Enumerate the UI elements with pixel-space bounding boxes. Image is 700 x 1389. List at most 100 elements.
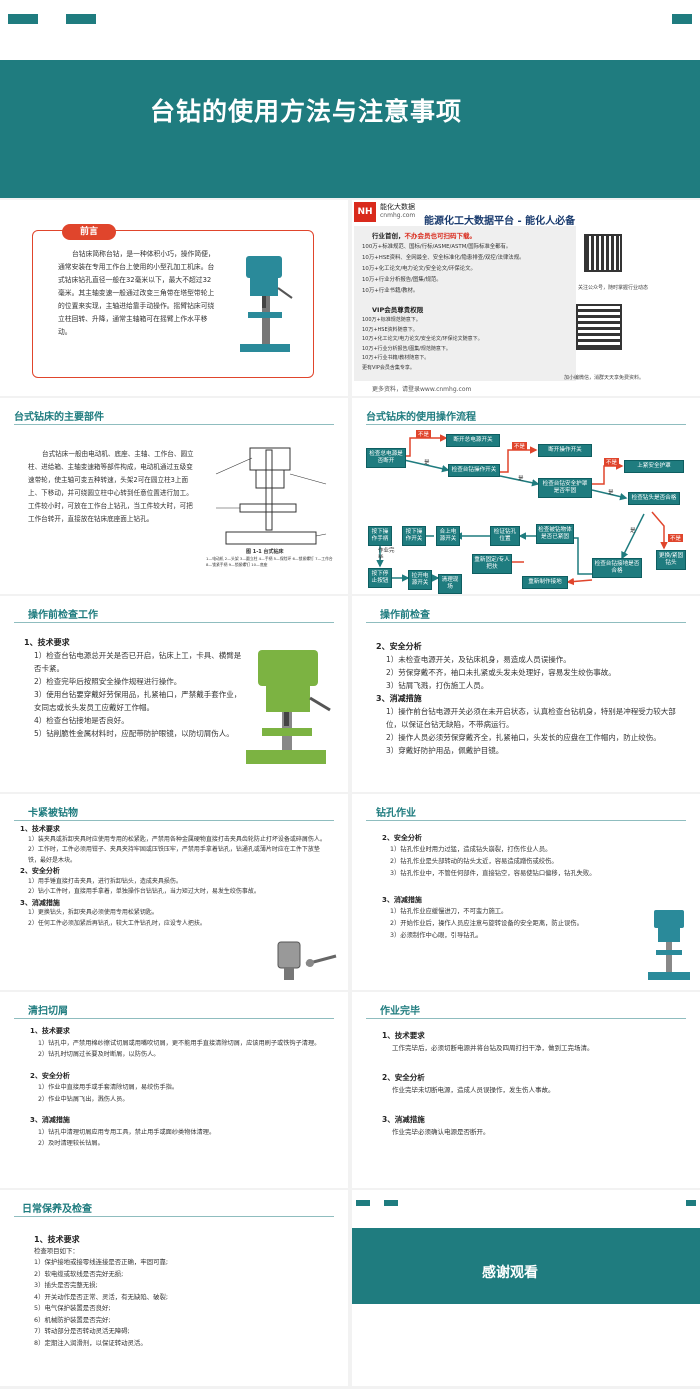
list-item: 1）检查台钻电源总开关是否已开启，钻床上工，卡具、横臂是否卡紧。 <box>34 651 242 673</box>
subheading: 1、技术要求 <box>30 1027 70 1035</box>
section-divider <box>366 622 686 623</box>
list-item: 2）操作人员必须劳保穿戴齐全，扎紧袖口，头发长的应盘在工作帽内，防止绞伤。 <box>386 733 661 742</box>
flow-no-label: 不是 <box>668 534 684 542</box>
paragraph: 工作完毕后，必须切断电源并将台钻及四周打扫干净，做到工完场清。 <box>392 1044 594 1052</box>
list-item: 2）工作时，工件必须用钳子、夹具夹持牢固或压铁压牢，严禁用手拿着钻孔，钻通孔或薄… <box>28 846 320 864</box>
flow-box: 检证钻孔位置 <box>490 526 520 546</box>
ad-title: 能源化工大数据平台 - 能化人必备 <box>424 216 576 227</box>
drill-press-image <box>644 904 694 984</box>
flow-box: 检查台钻操作开关 <box>448 464 500 477</box>
list-item: 4）检查台钻接地是否良好。 <box>34 716 129 725</box>
subheading: 2、安全分析 <box>376 642 422 651</box>
ad-item: 10万+行业分析报告/图集/规范。 <box>362 277 442 283</box>
list-item: 3）使用台钻要穿戴好劳保用品，扎紧袖口，严禁戴手套作业，女同志或长头发员工应戴好… <box>34 690 242 712</box>
qr-code-icon <box>584 234 622 272</box>
section-divider <box>14 622 334 623</box>
section-heading: 台式钻床的主要部件 <box>14 412 104 423</box>
flow-label: 作业完毕 <box>378 548 395 561</box>
drilling-slide: 钻孔作业 2、安全分析 1）钻孔作业时用力过猛，造成钻头崩裂，打伤作业人员。 2… <box>352 794 700 990</box>
finish-slide: 作业完毕 1、技术要求 工作完毕后，必须切断电源并将台钻及四周打扫干净，做到工完… <box>352 992 700 1188</box>
list-item: 2）软电缆或软线是否完好无损; <box>34 1269 124 1278</box>
ad-line1: 行业首创，不办会员也可扫码下载。 <box>372 230 476 240</box>
parts-slide: 台式钻床的主要部件 台式钻床一般由电动机、底座、主轴、工作台、圆立柱、进给箱、主… <box>0 398 348 594</box>
flow-box: 上紧安全护罩 <box>624 460 684 473</box>
title-slide: 台钻的使用方法与注意事项 <box>0 0 700 198</box>
ad-more-link[interactable]: 更多资料，请登录www.cnmhg.com <box>372 386 472 393</box>
title-corner-bar <box>66 14 96 24</box>
list-item: 3）钻屑飞溅，打伤施工人员。 <box>386 681 489 690</box>
list-item: 2）及时清理较长钻屑。 <box>38 1140 104 1147</box>
flow-box: 检查总电源是否断开 <box>366 448 406 468</box>
maint-body: 1、技术要求 检查项目如下： 1）保护接地或接零线连接是否正确，牢固可靠; 2）… <box>34 1234 324 1349</box>
flow-box: 按下操作手柄 <box>368 526 392 546</box>
thanks-corner-bar <box>356 1200 370 1206</box>
figure-caption: 图 1-1 台式钻床 <box>246 549 284 555</box>
finish-body: 1、技术要求 工作完毕后，必须切断电源并将台钻及四周打扫干净，做到工完场清。 2… <box>382 1030 678 1138</box>
list-item: 3）钻孔作业中，不管任何部件，直接钻空，容易使钻口偏移，钻孔失败。 <box>390 870 596 877</box>
intro-frame <box>32 230 314 378</box>
section-heading: 操作前检查 <box>380 610 430 621</box>
drill-press-image <box>232 248 302 358</box>
ad-item: 10万+化工论文/电力论文/安全论文/环保论文。 <box>362 266 476 272</box>
flow-box: 检查台钻安全护罩是否牢固 <box>538 478 592 498</box>
list-item: 4）开关动作是否正常、灵活，有无缺陷、破裂; <box>34 1292 169 1301</box>
ad-item: 100万+标准规范、国标/行标/ASME/ASTM/国际标准全都有。 <box>362 244 512 250</box>
paragraph: 作业完毕必须确认电源是否断开。 <box>392 1128 490 1136</box>
flow-box: 按下操作开关 <box>402 526 426 546</box>
ad-vip-item: 10万+HSE资料随意下。 <box>362 326 418 333</box>
list-item: 5）电气保护装置是否良好; <box>34 1304 111 1312</box>
subheading: 1、技术要求 <box>24 638 70 647</box>
ad-logo-text: 能化大数据 <box>380 203 415 211</box>
ad-vip-list: 100万+标准规范随意下。 10万+HSE资料随意下。 10万+化工论文/电力论… <box>362 316 574 373</box>
chips-slide: 清扫切屑 1、技术要求 1）钻孔中，严禁用棉纱擦试切屑或用嘴吹切屑，更不能用手直… <box>0 992 348 1188</box>
list-item: 2）劳保穿戴不齐，袖口未扎紧或头发未处理好，容易发生绞伤事故。 <box>386 668 616 677</box>
list-item: 1）作业中直接用手或手套清除切屑，易绞伤手指。 <box>38 1084 179 1091</box>
section-divider <box>14 424 334 425</box>
list-item: 1）用手锤直接打击夹具，进行拆卸钻头，造成夹具损伤。 <box>28 877 182 885</box>
subheading: 3、消减措施 <box>30 1116 70 1124</box>
title-corner-bar <box>672 14 692 24</box>
list-item: 1）装夹具或拆卸夹具时应使用专用的松紧匙，严禁用各种金属硬物直接打击夹具齿轮防止… <box>28 835 326 843</box>
flow-slide: 台式钻床的使用操作流程 检查总电源是否断开 断开总电源开关 检查台钻操作开关 断… <box>352 398 700 594</box>
subheading: 2、安全分析 <box>30 1071 70 1080</box>
list-item: 1）钻孔作业应缓慢进刀，不可蛮力施工。 <box>390 908 508 915</box>
subheading: 1、技术要求 <box>382 1031 425 1040</box>
section-heading: 作业完毕 <box>380 1006 420 1017</box>
ad-slide: NH 能化大数据 cnmhg.com 能源化工大数据平台 - 能化人必备 行业首… <box>352 200 700 396</box>
ad-vip-item: 更有VIP会员含集专享。 <box>362 364 415 371</box>
flow-box: 断开操作开关 <box>538 444 592 457</box>
flow-box: 重新固定/专人把扶 <box>472 554 512 574</box>
flow-no-label: 不是 <box>604 458 620 466</box>
intro-badge: 前言 <box>62 224 116 240</box>
precheck1-body: 1、技术要求 1）检查台钻电源总开关是否已开启，钻床上工，卡具、横臂是否卡紧。 … <box>24 636 244 740</box>
list-item: 1）钻孔中，严禁用棉纱擦试切屑或用嘴吹切屑，更不能用手直接清除切屑，应该用刷子或… <box>38 1039 321 1047</box>
qr-code-icon <box>576 304 622 350</box>
ad-vip-title: VIP会员尊贵权限 <box>372 306 424 314</box>
subheading: 3、消减措施 <box>20 898 60 907</box>
paragraph: 检查项目如下： <box>34 1246 79 1255</box>
chips-body: 1、技术要求 1）钻孔中，严禁用棉纱擦试切屑或用嘴吹切屑，更不能用手直接清除切屑… <box>30 1026 332 1150</box>
ad-body <box>354 226 576 381</box>
drill-press-image <box>236 640 336 770</box>
section-divider <box>366 1018 686 1019</box>
ad-vip-item: 10万+行业书籍/教材随意下。 <box>362 355 430 361</box>
drill-chuck-image <box>270 934 340 984</box>
list-item: 2）钻孔作业是头部转动的钻头太近，容易造成蹭伤或绞伤。 <box>390 858 558 865</box>
section-divider <box>14 1216 334 1217</box>
clamp-slide: 卡紧被钻物 1、技术要求 1）装夹具或拆卸夹具时应使用专用的松紧匙，严禁用各种金… <box>0 794 348 990</box>
flow-connectors <box>376 434 668 586</box>
list-item: 1）操作前台钻电源开关必须在未开启状态，认真检查台钻机身，特别是冲程受力较大部位… <box>386 707 676 729</box>
flow-box: 拉开电源开关 <box>408 570 432 590</box>
section-heading: 台式钻床的使用操作流程 <box>366 412 476 423</box>
section-divider <box>366 820 686 821</box>
list-item: 8）定期注入润滑剂，以保证转动灵活。 <box>34 1338 147 1347</box>
title-corner-bar <box>8 14 38 24</box>
flow-box: 更换/紧固钻头 <box>656 550 686 570</box>
paragraph: 作业完毕未切断电源，造成人员误操作，发生伤人事故。 <box>392 1086 555 1094</box>
subheading: 2、安全分析 <box>20 867 60 875</box>
flow-box: 重新制作接地 <box>522 576 568 589</box>
clamp-body: 1、技术要求 1）装夹具或拆卸夹具时应使用专用的松紧匙，严禁用各种金属硬物直接打… <box>20 824 326 929</box>
ad-line1-a: 行业首创， <box>372 232 405 240</box>
section-heading: 操作前检查工作 <box>28 610 98 621</box>
subheading: 2、安全分析 <box>382 1073 425 1082</box>
